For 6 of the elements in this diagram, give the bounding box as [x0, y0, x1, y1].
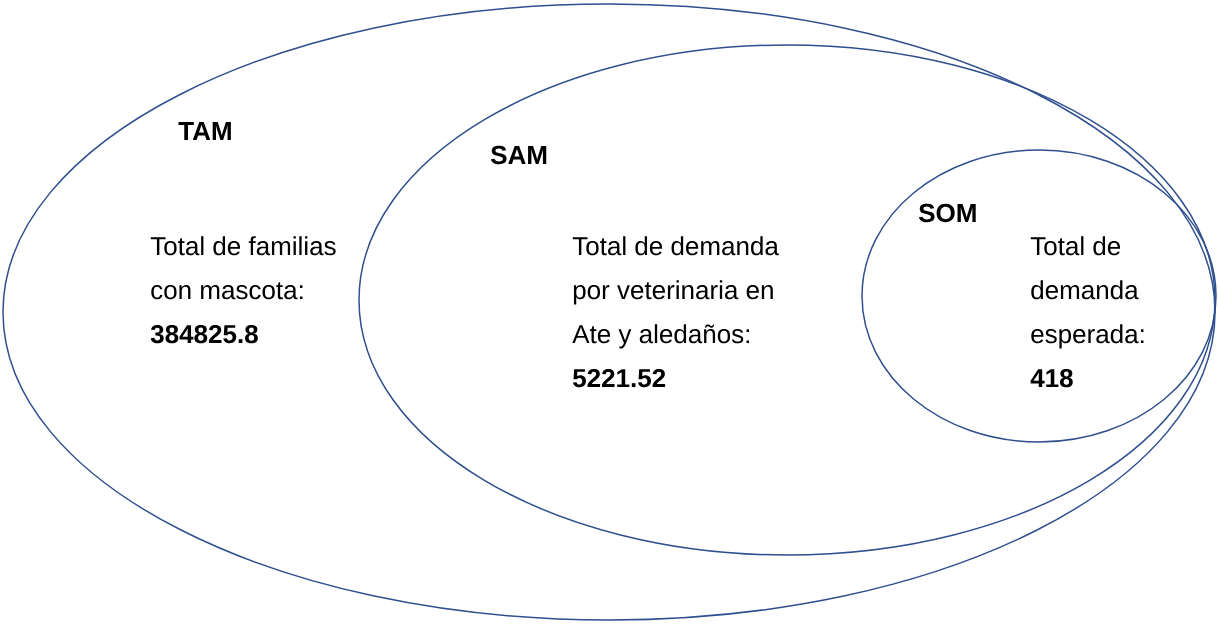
- heading: SOM: [918, 203, 976, 223]
- heading: SAM: [490, 145, 547, 165]
- body-text: Total de demanda esperada: 418: [1030, 236, 1144, 388]
- body-text: Total de familias con mascota: 384825.8: [150, 236, 336, 344]
- body-text: Total de demanda por veterinaria en Ate y aledaños: 5221.52: [572, 236, 779, 388]
- heading: TAM: [178, 122, 231, 140]
